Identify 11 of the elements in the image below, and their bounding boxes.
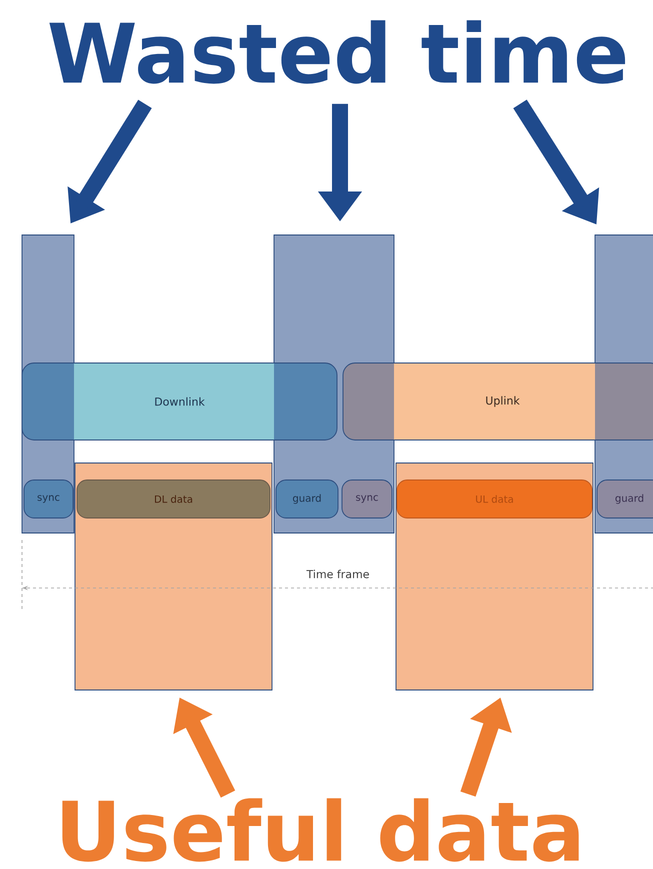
slot-pill: guard	[596, 480, 653, 518]
slot-pill: guard	[276, 480, 338, 518]
dimension-label: Time frame	[304, 568, 372, 580]
callout-text: Useful data	[62, 798, 579, 862]
band: Downlink	[22, 362, 338, 440]
slot-pill: sync	[24, 480, 74, 518]
slot-pill: sync	[342, 480, 392, 518]
slot-pill: UL data	[396, 480, 592, 518]
slot-pill: DL data	[76, 480, 270, 518]
band: Uplink	[342, 362, 653, 440]
callout-text: Wasted time	[49, 20, 626, 84]
